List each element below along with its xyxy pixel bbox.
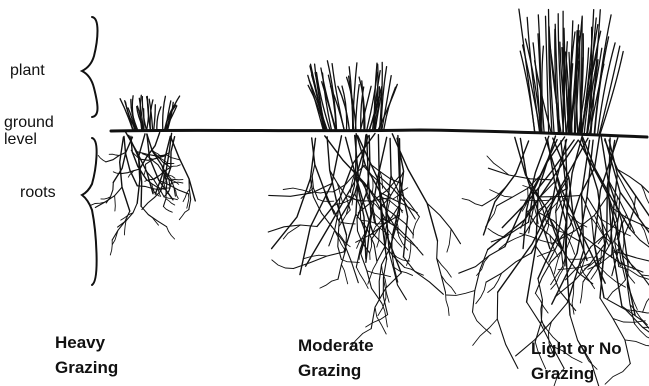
plant-heavy-grazing: [90, 95, 195, 255]
roots-label: roots: [20, 184, 56, 201]
plant-light-or-no-grazing: [446, 9, 649, 386]
caption-light-or-no-grazing: Light or No Grazing: [531, 336, 622, 386]
plant-brace: [82, 17, 98, 117]
ground-level-label: ground level: [4, 114, 54, 148]
caption-moderate-grazing: Moderate Grazing: [298, 333, 374, 383]
plant-moderate-grazing: [268, 61, 460, 348]
plant-label: plant: [10, 62, 45, 79]
roots-brace: [82, 138, 97, 285]
caption-heavy-grazing: Heavy Grazing: [55, 330, 118, 380]
